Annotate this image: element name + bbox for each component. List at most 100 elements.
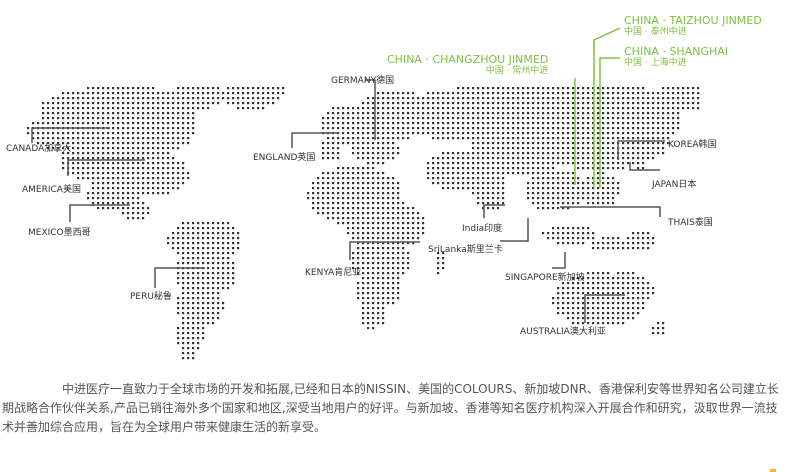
- map-dot: [87, 167, 90, 170]
- map-dot: [547, 192, 550, 195]
- map-dot: [182, 237, 185, 240]
- map-dot: [92, 152, 95, 155]
- map-dot: [362, 222, 365, 225]
- map-dot: [367, 237, 370, 240]
- map-dot: [392, 212, 395, 215]
- map-dot: [567, 142, 570, 145]
- map-dot: [457, 127, 460, 130]
- map-dot: [517, 107, 520, 110]
- map-dot: [392, 102, 395, 105]
- map-dot: [532, 122, 535, 125]
- map-dot: [97, 187, 100, 190]
- map-dot: [552, 147, 555, 150]
- map-dot: [467, 132, 470, 135]
- map-dot: [612, 302, 615, 305]
- map-dot: [152, 167, 155, 170]
- map-dot: [392, 242, 395, 245]
- map-dot: [237, 247, 240, 250]
- map-dot: [362, 137, 365, 140]
- map-dot: [522, 162, 525, 165]
- map-dot: [97, 172, 100, 175]
- map-dot: [612, 197, 615, 200]
- map-dot: [402, 132, 405, 135]
- map-dot: [572, 302, 575, 305]
- map-dot: [562, 97, 565, 100]
- map-dot: [262, 87, 265, 90]
- map-dot: [532, 137, 535, 140]
- map-dot: [652, 137, 655, 140]
- map-dot: [222, 237, 225, 240]
- map-dot: [122, 97, 125, 100]
- map-dot: [407, 127, 410, 130]
- map-dot: [177, 242, 180, 245]
- map-dot: [367, 232, 370, 235]
- map-dot: [517, 172, 520, 175]
- map-dot: [97, 102, 100, 105]
- map-dot: [362, 152, 365, 155]
- map-dot: [547, 92, 550, 95]
- map-dot: [397, 182, 400, 185]
- map-dot: [472, 117, 475, 120]
- map-dot: [82, 167, 85, 170]
- map-dot: [227, 232, 230, 235]
- map-dot: [332, 177, 335, 180]
- map-dot: [642, 232, 645, 235]
- map-dot: [77, 147, 80, 150]
- map-dot: [567, 117, 570, 120]
- map-dot: [452, 117, 455, 120]
- map-dot: [642, 127, 645, 130]
- map-dot: [497, 112, 500, 115]
- map-dot: [502, 112, 505, 115]
- map-dot: [497, 147, 500, 150]
- map-dot: [547, 207, 550, 210]
- map-dot: [172, 172, 175, 175]
- map-dot: [472, 187, 475, 190]
- map-dot: [542, 202, 545, 205]
- map-dot: [162, 177, 165, 180]
- map-dot: [442, 92, 445, 95]
- map-dot: [617, 292, 620, 295]
- map-dot: [457, 137, 460, 140]
- map-dot: [347, 187, 350, 190]
- map-dot: [192, 352, 195, 355]
- map-dot: [557, 312, 560, 315]
- map-dot: [562, 302, 565, 305]
- map-dot: [482, 172, 485, 175]
- map-dot: [377, 162, 380, 165]
- map-dot: [547, 182, 550, 185]
- map-dot: [392, 207, 395, 210]
- map-dot: [632, 132, 635, 135]
- map-dot: [117, 137, 120, 140]
- map-dot: [612, 177, 615, 180]
- map-dot: [342, 192, 345, 195]
- map-dot: [652, 332, 655, 335]
- map-dot: [382, 102, 385, 105]
- map-dot: [477, 167, 480, 170]
- map-dot: [352, 192, 355, 195]
- map-dot: [467, 117, 470, 120]
- map-dot: [357, 262, 360, 265]
- map-dot: [417, 232, 420, 235]
- map-dot: [652, 242, 655, 245]
- map-dot: [107, 157, 110, 160]
- map-dot: [152, 157, 155, 160]
- label-japan: JAPAN日本: [652, 180, 697, 190]
- map-dot: [597, 107, 600, 110]
- map-dot: [157, 187, 160, 190]
- map-dot: [632, 297, 635, 300]
- map-dot: [617, 92, 620, 95]
- map-dot: [337, 202, 340, 205]
- map-dot: [387, 242, 390, 245]
- map-dot: [202, 262, 205, 265]
- map-dot: [192, 222, 195, 225]
- map-dot: [512, 102, 515, 105]
- map-dot: [587, 292, 590, 295]
- map-dot: [352, 267, 355, 270]
- map-dot: [92, 177, 95, 180]
- map-dot: [367, 122, 370, 125]
- map-dot: [137, 102, 140, 105]
- map-dot: [602, 272, 605, 275]
- map-dot: [462, 182, 465, 185]
- map-dot: [492, 162, 495, 165]
- map-dot: [97, 137, 100, 140]
